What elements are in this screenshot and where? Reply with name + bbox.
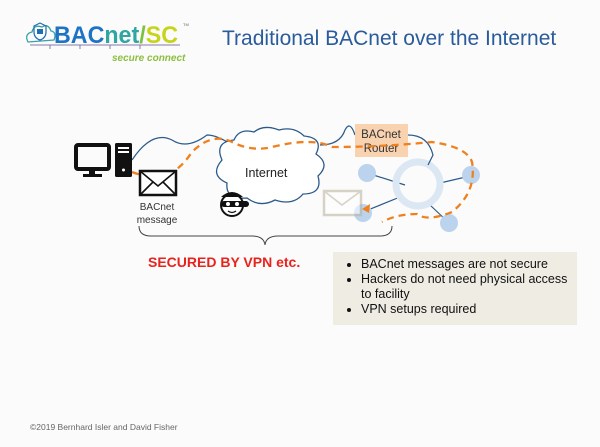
- bacnet-sc-logo: BACnet/SC TM secure connect: [26, 22, 189, 64]
- envelope-icon: [322, 189, 363, 217]
- bullet-box: BACnet messages are not secure Hackers d…: [333, 252, 577, 325]
- node: [440, 214, 458, 232]
- network-link: [131, 125, 434, 166]
- svg-text:BACnet/SC: BACnet/SC: [54, 22, 178, 49]
- slide-title: Traditional BACnet over the Internet: [222, 27, 557, 50]
- router-label: BACnet: [361, 129, 401, 141]
- copyright-footer: ©2019 Bernhard Isler and David Fisher: [30, 422, 178, 432]
- svg-text:TM: TM: [183, 22, 189, 27]
- message-label: message: [137, 215, 178, 226]
- bullet-item: Hackers do not need physical access to f…: [361, 272, 577, 302]
- ring-network: [354, 158, 480, 232]
- computer-icon: [74, 143, 132, 177]
- cloud-label: Internet: [245, 166, 288, 180]
- message-path: [131, 137, 474, 224]
- brace: [138, 225, 393, 246]
- node: [358, 164, 376, 182]
- hacker-icon: [220, 192, 249, 217]
- secured-by-vpn-label: SECURED BY VPN etc.: [148, 254, 301, 270]
- envelope-icon: [138, 169, 178, 197]
- message-label: BACnet: [140, 202, 175, 213]
- bullet-item: VPN setups required: [361, 302, 577, 317]
- bacnet-router: BACnet Router: [355, 124, 408, 157]
- node: [462, 166, 480, 184]
- bullet-item: BACnet messages are not secure: [361, 257, 577, 272]
- svg-text:secure connect: secure connect: [112, 53, 186, 64]
